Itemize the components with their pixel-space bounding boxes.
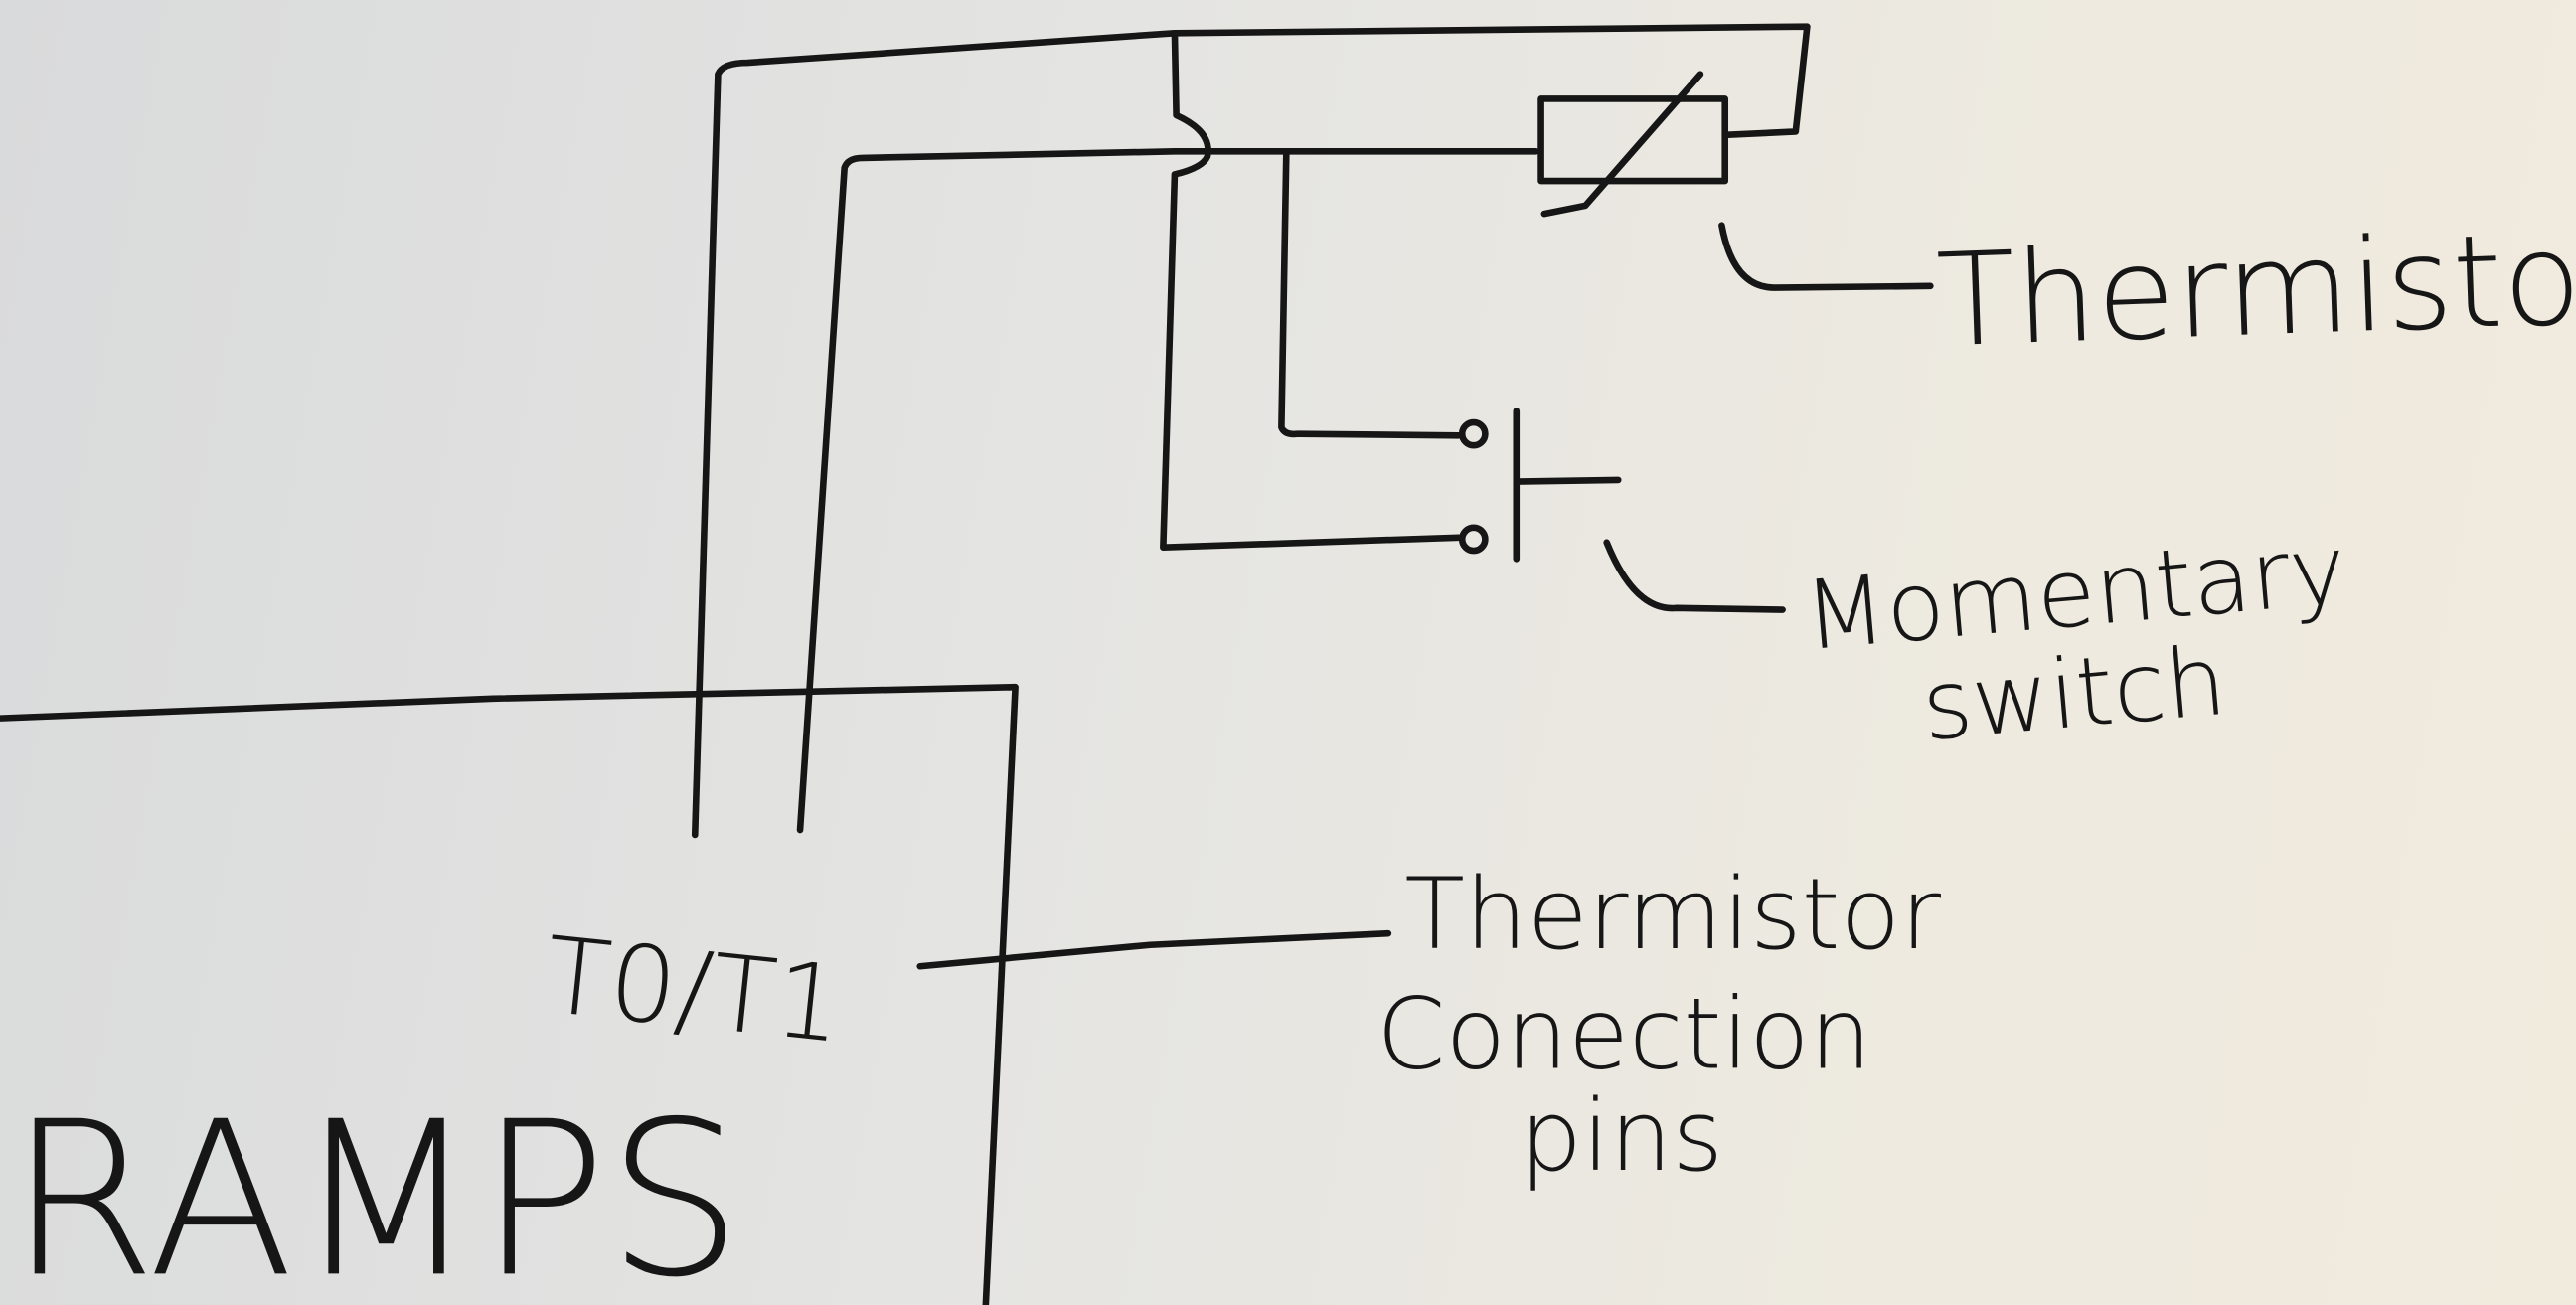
pins-label-3: pins bbox=[1520, 1079, 1723, 1194]
thermistor-label: Thermistor bbox=[1934, 203, 2576, 376]
pin-names-label: T0/T1 bbox=[540, 913, 849, 1066]
thermistor-slash bbox=[1540, 71, 1704, 218]
pins-leader bbox=[916, 929, 1392, 970]
switch-terminal-bottom bbox=[1458, 524, 1489, 555]
pins-label-2: Conection bbox=[1376, 978, 1871, 1092]
pins-label-1: Thermistor bbox=[1404, 858, 1941, 972]
outer-wire bbox=[691, 23, 1811, 839]
inner-wire bbox=[796, 148, 1539, 834]
thermistor-leader bbox=[1718, 222, 1934, 291]
switch-branch-wire bbox=[1278, 148, 1463, 439]
ramps-label: RAMPS bbox=[8, 1075, 742, 1305]
thermistor-symbol bbox=[1537, 95, 1729, 185]
switch-leader bbox=[1603, 539, 1786, 613]
ramps-board-outline bbox=[0, 683, 1019, 1305]
switch-contact bbox=[1513, 408, 1622, 563]
switch-terminal-top bbox=[1458, 418, 1489, 449]
jumper-wire bbox=[1160, 29, 1463, 552]
momentary-label-2: switch bbox=[1918, 625, 2231, 762]
